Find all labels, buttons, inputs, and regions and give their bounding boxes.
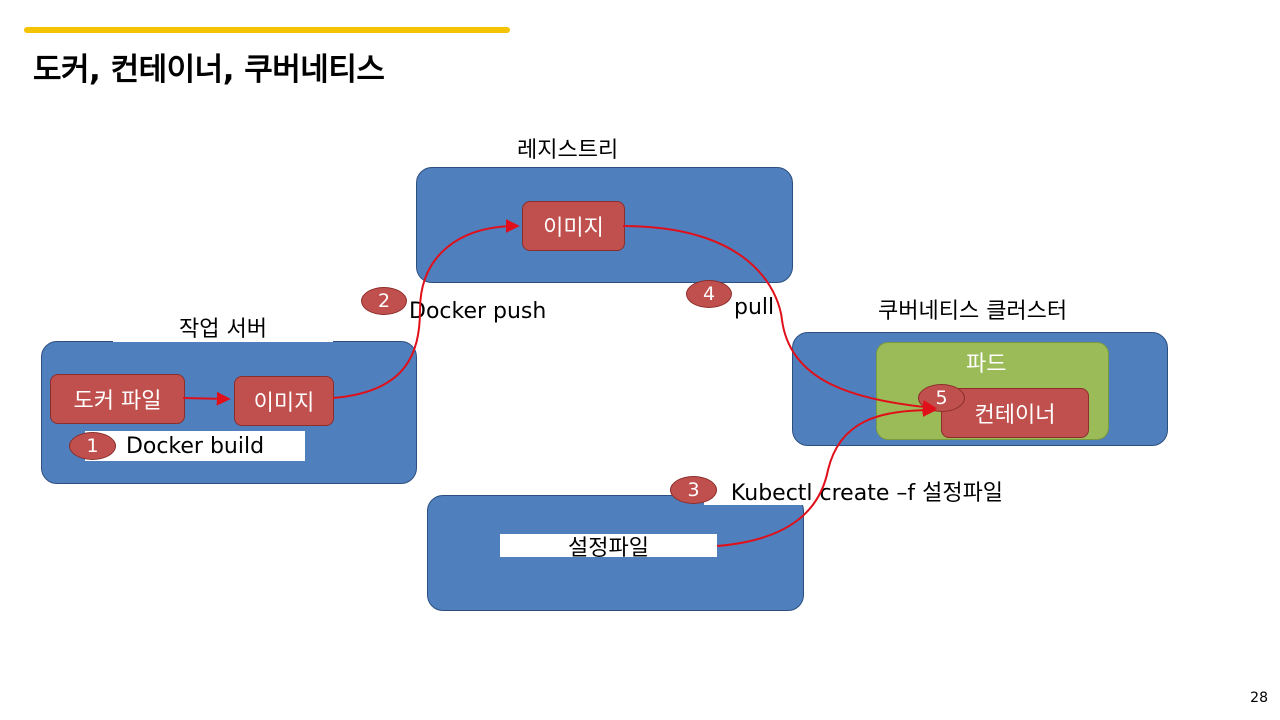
container-item: 컨테이너	[941, 388, 1089, 438]
docker-build-label: Docker build	[85, 431, 305, 461]
pod-label: 파드	[966, 352, 1007, 377]
slide-title: 도커, 컨테이너, 쿠버네티스	[33, 52, 385, 88]
step-2-badge: 2	[361, 287, 407, 315]
kubectl-command-label: Kubectl create –f 설정파일	[730, 480, 1004, 506]
registry-image: 이미지	[522, 201, 625, 251]
pull-label: pull	[734, 295, 775, 320]
page-number: 28	[1250, 690, 1268, 706]
dockerfile-item: 도커 파일	[50, 374, 185, 424]
step-1-badge: 1	[69, 432, 116, 460]
step-3-badge: 3	[670, 476, 717, 504]
registry-label: 레지스트리	[517, 138, 619, 163]
step-4-badge: 4	[686, 280, 732, 308]
kubectl-label-bg: Kubectl create –f 설정파일	[704, 476, 1022, 506]
cluster-label: 쿠버네티스 클러스터	[878, 299, 1068, 324]
docker-push-label: Docker push	[409, 299, 547, 324]
step-5-badge: 5	[918, 384, 965, 412]
config-file-item: 설정파일	[500, 534, 717, 561]
work-server-label: 작업 서버	[113, 311, 333, 342]
work-server-image: 이미지	[234, 376, 334, 426]
title-accent-bar	[24, 27, 510, 33]
